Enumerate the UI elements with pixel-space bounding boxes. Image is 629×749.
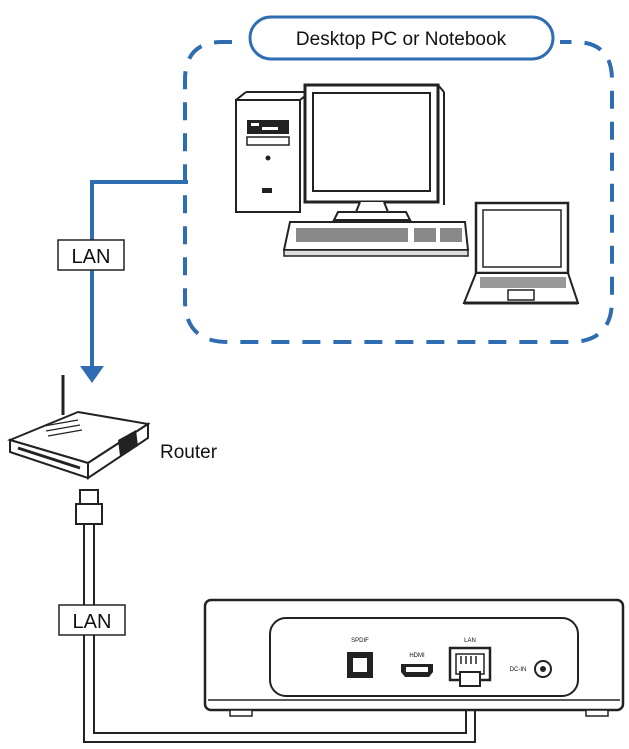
dc-in-port-label: DC-IN [510,667,527,673]
hdmi-port-label: HDMI [409,653,425,659]
top-lan-link [80,180,188,383]
spdif-port-label: SPDIF [351,638,369,644]
desktop-tower-icon [235,91,311,213]
keyboard-icon [282,221,470,257]
router-icon [6,375,151,480]
top-lan-label-text: LAN [72,246,111,268]
bottom-lan-label: LAN [58,604,126,636]
group-title-text: Desktop PC or Notebook [296,29,507,50]
lan-port: LAN [448,638,492,687]
top-lan-label: LAN [57,239,125,271]
dc-in-port: DC-IN [510,660,552,678]
lan-port-label: LAN [464,638,476,644]
bottom-lan-label-text: LAN [73,611,112,633]
group-title: Desktop PC or Notebook [248,15,555,61]
pc-group-boundary [183,40,614,344]
notebook-icon [462,201,580,305]
hdmi-port: HDMI [401,653,433,677]
spdif-port: SPDIF [347,638,373,678]
monitor-icon [303,83,445,221]
router-label: Router [160,442,218,463]
